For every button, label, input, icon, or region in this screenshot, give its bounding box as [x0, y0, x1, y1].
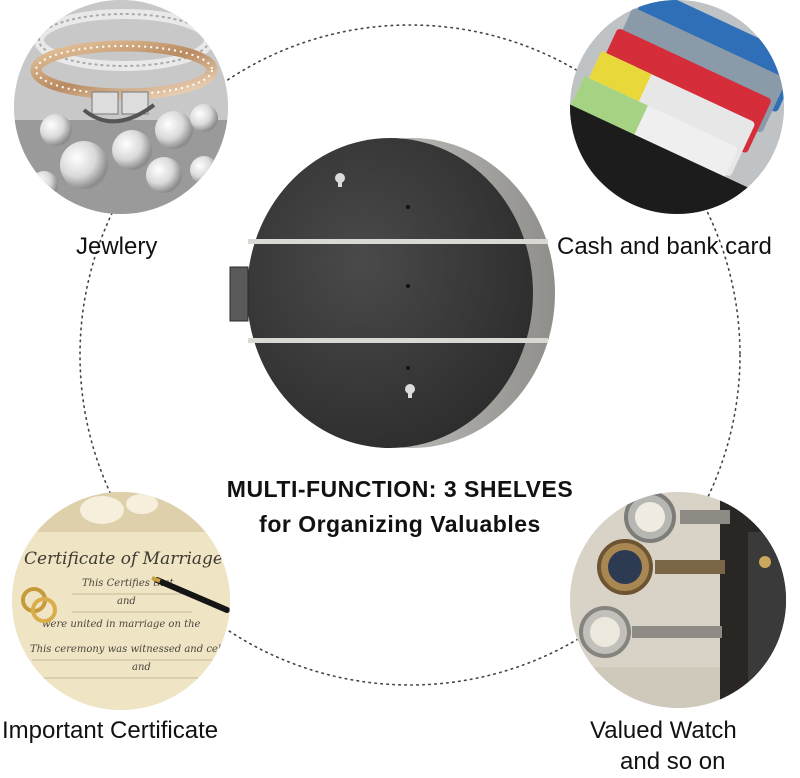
certificate-line-witnessed: This ceremony was witnessed and celebrat: [30, 644, 230, 655]
headline-line-2: for Organizing Valuables: [259, 511, 541, 537]
cards-wallet-photo: [570, 0, 784, 214]
label-valued-watch: Valued Watch: [590, 717, 737, 744]
certificate-line-united: were united in marriage on the: [42, 619, 201, 630]
certificate-line-certifies: This Certifies that: [82, 578, 175, 589]
label-jewelry: Jewlery: [76, 233, 158, 260]
marriage-certificate-photo: Certificate of Marriage This Certifies t…: [12, 492, 230, 710]
certificate-title: Certificate of Marriage: [24, 549, 223, 569]
jewelry-photo: [14, 0, 228, 214]
headline-line-1: MULTI-FUNCTION: 3 SHELVES: [226, 476, 574, 502]
certificate-line-and2: and: [132, 662, 151, 673]
label-and-so-on: and so on: [620, 748, 726, 775]
label-important-certificate: Important Certificate: [2, 717, 219, 744]
round-shelf-safe: [222, 135, 562, 455]
label-cash-bank-card: Cash and bank card: [557, 233, 772, 260]
watch-box-photo: [570, 492, 786, 708]
certificate-line-and: and: [117, 596, 136, 607]
